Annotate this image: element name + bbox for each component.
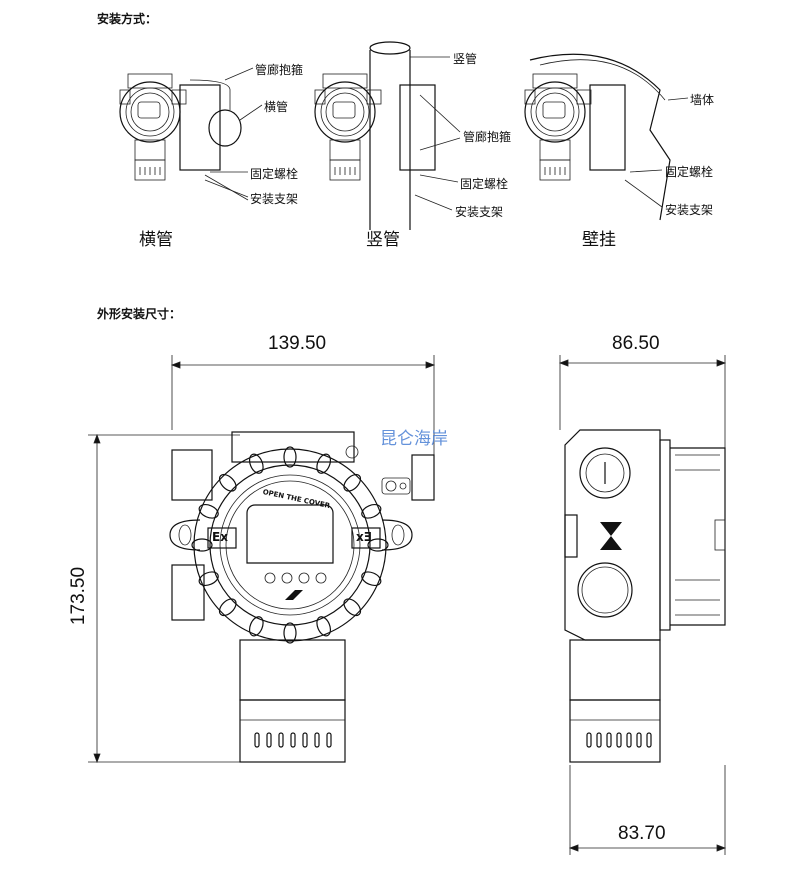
label-fixing-bolt: 固定螺栓	[665, 165, 714, 179]
install-horizontal-pipe-drawing	[119, 67, 263, 201]
ex-mark-right: Ex	[356, 530, 372, 544]
bezel-bump	[367, 538, 389, 552]
label-fixing-bolt: 固定螺栓	[250, 167, 299, 181]
side-view-drawing	[564, 429, 726, 763]
bezel-bump	[343, 598, 362, 617]
bezel-bump	[316, 616, 332, 637]
bezel-bump	[218, 473, 237, 492]
label-vertical-pipe: 竖管	[453, 52, 478, 66]
ex-mark-left: Ex	[212, 530, 228, 544]
dim-bottom-width: 83.70	[618, 823, 666, 844]
dim-front-width: 139.50	[268, 333, 327, 354]
bezel-bump	[198, 571, 219, 587]
bezel-bump	[191, 538, 213, 552]
vent-slot	[302, 732, 308, 748]
bezel-bump	[283, 446, 297, 468]
install-methods-title: 安装方式：	[97, 12, 158, 26]
label-wall: 墙体	[690, 93, 715, 107]
vent-slot	[278, 732, 284, 748]
label-mount-bracket: 安装支架	[455, 205, 504, 219]
dim-height: 173.50	[68, 566, 90, 626]
vent-slot	[314, 732, 320, 748]
bezel-bump	[316, 453, 332, 474]
vent-slot	[326, 732, 332, 748]
vent-slot	[606, 732, 612, 748]
vent-slot	[290, 732, 296, 748]
vent-slots	[254, 732, 652, 748]
label-pipe-clamp: 管廊抱箍	[463, 130, 512, 144]
bezel-bump	[283, 622, 297, 644]
bezel-bump	[361, 503, 382, 519]
dimensions-title: 外形安装尺寸：	[97, 307, 182, 321]
vent-slot	[596, 732, 602, 748]
caption-wall-mount: 壁挂	[582, 230, 616, 250]
vent-slot	[586, 732, 592, 748]
label-mount-bracket: 安装支架	[250, 192, 299, 206]
front-view-drawing	[169, 431, 435, 763]
install-wall-drawing	[524, 53, 689, 221]
bezel-bump	[248, 453, 264, 474]
bezel-bump	[343, 473, 362, 492]
watermark-logo: 昆仑海岸	[380, 429, 448, 449]
vent-slot	[254, 732, 260, 748]
dimension-lines	[88, 355, 727, 855]
label-fixing-bolt: 固定螺栓	[460, 177, 509, 191]
vent-slot	[626, 732, 632, 748]
bezel-bump	[198, 503, 219, 519]
bezel-bump	[248, 616, 264, 637]
caption-horizontal-pipe: 横管	[139, 230, 173, 250]
install-vertical-pipe-drawing	[314, 41, 461, 230]
caption-vertical-pipe: 竖管	[366, 230, 400, 250]
bezel-bump	[218, 598, 237, 617]
vent-slot	[266, 732, 272, 748]
label-mount-bracket: 安装支架	[665, 203, 714, 217]
vent-slot	[646, 732, 652, 748]
label-pipe-clamp: 管廊抱箍	[255, 63, 304, 77]
vent-slot	[616, 732, 622, 748]
label-horizontal-pipe: 横管	[264, 100, 289, 114]
dim-side-width: 86.50	[612, 333, 660, 354]
bezel-bump	[361, 571, 382, 587]
vent-slot	[636, 732, 642, 748]
